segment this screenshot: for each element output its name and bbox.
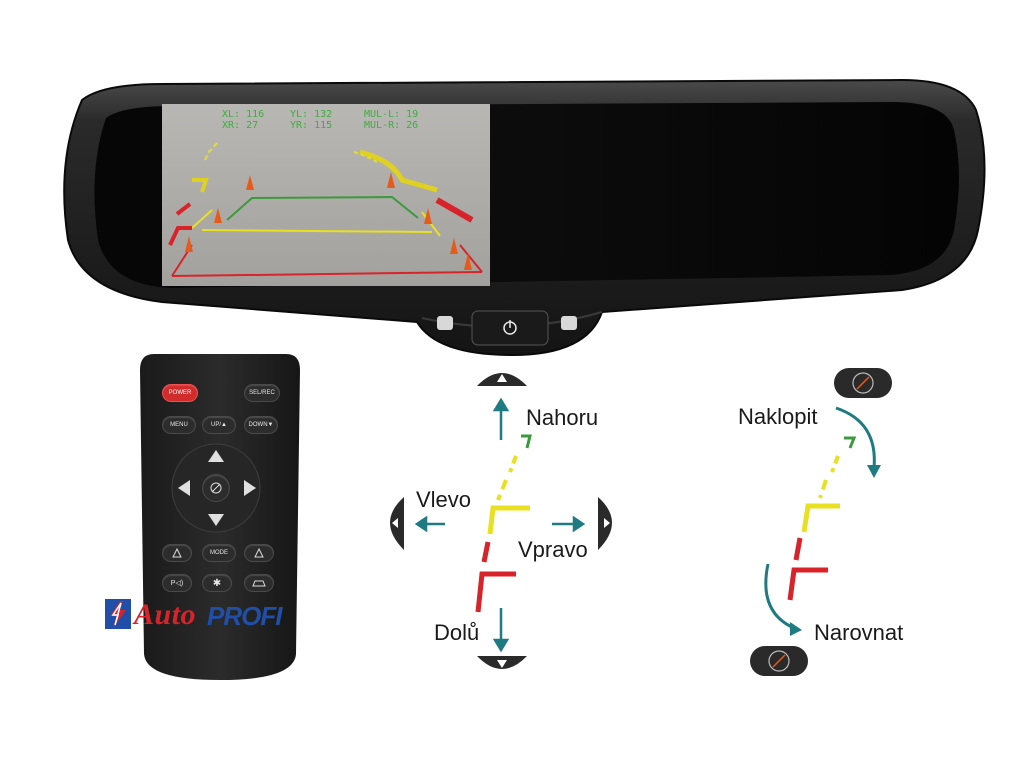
tilt-diagram — [750, 368, 892, 676]
label-vlevo: Vlevo — [416, 487, 472, 512]
label-vpravo: Vpravo — [518, 537, 588, 562]
tilt-right-button[interactable] — [244, 544, 274, 562]
menu-button[interactable]: MENU — [162, 416, 196, 434]
arrow-left-icon[interactable] — [176, 478, 192, 498]
tilt-button-top-icon — [834, 368, 892, 398]
star-button[interactable]: ✱ — [202, 574, 232, 592]
power-icon[interactable] — [503, 320, 517, 335]
hud-xl: XL: 116 — [222, 109, 265, 120]
ok-icon[interactable] — [202, 474, 230, 502]
logo-profi-text: PROFI — [207, 601, 282, 631]
traffic-cone-icon — [185, 172, 472, 270]
power-button[interactable]: POWER — [162, 384, 198, 402]
park-sound-button[interactable]: P◁) — [162, 574, 192, 592]
hud-mul-r: MUL-R: 26 — [364, 120, 419, 131]
sel-rec-button[interactable]: SEL/REC — [244, 384, 280, 402]
tilt-button-bottom-icon — [750, 646, 808, 676]
arrow-right-icon[interactable] — [242, 478, 258, 498]
curved-arrow-down-icon — [835, 406, 876, 469]
left-led-button[interactable] — [437, 316, 453, 330]
down-button[interactable]: DOWN▼ — [244, 416, 278, 434]
button-left-icon — [390, 497, 404, 550]
arrow-down-icon[interactable] — [206, 512, 226, 528]
hud-yr: YR: 115 — [290, 120, 333, 131]
guide-line-graphic — [475, 434, 532, 613]
lightning-logo-icon — [105, 599, 131, 629]
hud-yl: YL: 132 — [290, 109, 333, 120]
parking-guide-lines — [168, 142, 483, 277]
button-right-icon — [598, 497, 612, 550]
mode-button[interactable]: MODE — [202, 544, 236, 562]
label-naklopit: Naklopit — [738, 404, 818, 429]
remote-control: POWER SEL/REC MENU UP/▲ DOWN▼ MODE P◁) ✱ — [140, 354, 300, 680]
button-down-icon — [477, 656, 527, 669]
button-up-icon — [477, 373, 527, 386]
tilt-left-button[interactable] — [162, 544, 192, 562]
label-narovnat: Narovnat — [814, 620, 904, 645]
arrow-up-icon[interactable] — [206, 448, 226, 464]
label-dolu: Dolů — [434, 620, 480, 645]
up-button[interactable]: UP/▲ — [202, 416, 236, 434]
logo-auto-text: Auto — [134, 598, 197, 631]
rearview-mirror: XL: 116 XR: 27 YL: 132 YR: 115 MUL-L: 19… — [42, 78, 1002, 380]
curved-arrow-right-icon — [764, 563, 795, 630]
adjust-diagram — [390, 373, 612, 669]
tilt-guide-line-graphic — [787, 436, 857, 601]
car-button[interactable] — [244, 574, 274, 592]
hud-xr: XR: 27 — [222, 120, 259, 131]
right-led-button[interactable] — [561, 316, 577, 330]
hud-mul-l: MUL-L: 19 — [364, 109, 419, 120]
autoprofi-logo: Auto PROFI — [104, 596, 308, 632]
label-nahoru: Nahoru — [526, 405, 599, 430]
